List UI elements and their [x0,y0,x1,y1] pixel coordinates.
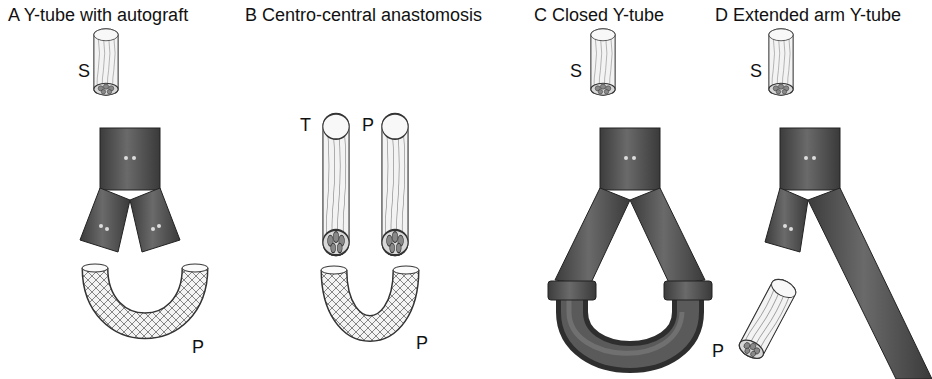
part-label: S [570,62,582,82]
panel-title: D Extended arm Y-tube [715,6,901,26]
part-label: P [712,342,724,362]
panel-title: A Y-tube with autograft [8,6,188,26]
panel-title: C Closed Y-tube [534,6,664,26]
part-label: S [750,62,762,82]
part-label: P [192,338,204,358]
part-label: P [362,116,374,136]
part-label: S [78,62,90,82]
panel-title: B Centro-central anastomosis [245,6,482,26]
part-label: T [300,116,311,136]
part-label: P [416,334,428,354]
